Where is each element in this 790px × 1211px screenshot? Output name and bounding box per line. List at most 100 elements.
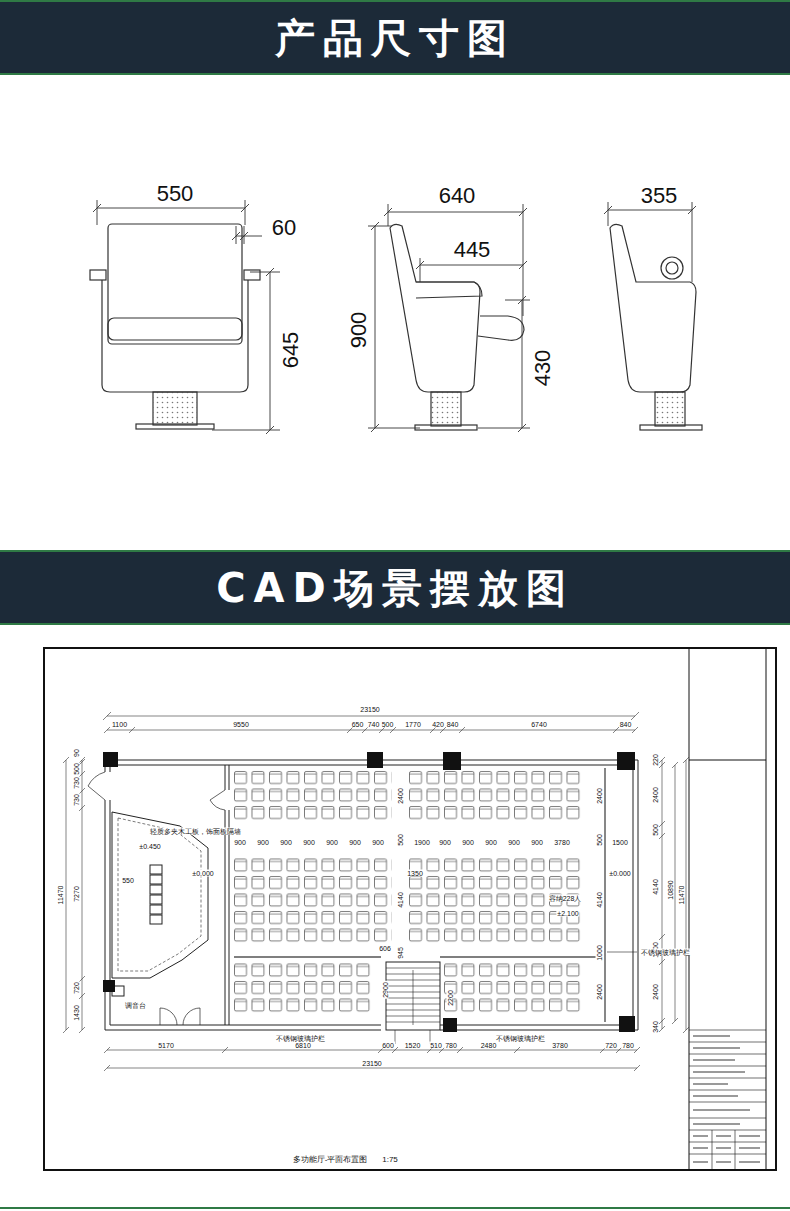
floor-plan xyxy=(150,875,162,884)
dimension-line xyxy=(93,200,696,434)
plan-dimension: 5170 xyxy=(157,1042,175,1049)
plan-dimension: 650 xyxy=(351,721,365,728)
dimension-line xyxy=(416,258,527,282)
plan-dimension: 10890 xyxy=(667,879,674,900)
plan-dimension: 3780 xyxy=(551,1042,569,1049)
chair-side-view xyxy=(416,282,482,298)
plan-dimension-line xyxy=(103,712,639,720)
drawing-title: 多功能厅-平面布置图 xyxy=(293,1156,368,1164)
chair-folded-view xyxy=(661,257,683,279)
plan-dimension: 900 xyxy=(484,839,498,846)
plan-dimension: 900 xyxy=(461,839,475,846)
chair-front-view xyxy=(102,280,248,392)
dimension-line xyxy=(384,204,527,316)
plan-dimension: 90 xyxy=(73,748,80,758)
drawing-frame xyxy=(44,648,776,1170)
plan-dimension: 900 xyxy=(325,839,339,846)
plan-dimension: 780 xyxy=(444,1042,458,1049)
floor-plan xyxy=(607,952,637,953)
drawing-frame xyxy=(689,648,766,1170)
structural-column xyxy=(367,752,383,768)
floor-plan xyxy=(88,772,105,800)
plan-dimension: 1350 xyxy=(406,870,424,877)
structural-column xyxy=(103,752,635,1032)
material-note: 不锈钢玻璃护栏 xyxy=(495,1035,546,1042)
chair-side-view xyxy=(478,316,524,340)
plan-dimension: 4140 xyxy=(596,891,603,909)
floor-plan xyxy=(234,963,374,1016)
plan-dimension: 720 xyxy=(73,981,80,995)
chair-front-view xyxy=(90,224,260,429)
floor-plan xyxy=(409,770,584,823)
chair-front-view xyxy=(90,270,106,280)
plan-dimension: 900 xyxy=(371,839,385,846)
structural-column xyxy=(103,752,118,767)
floor-plan xyxy=(110,765,633,1025)
plan-dimension: 3780 xyxy=(553,839,571,846)
floor-plan xyxy=(105,760,638,1030)
plan-dimension: 900 xyxy=(256,839,270,846)
section-band: CAD场景摆放图 xyxy=(0,550,790,625)
plan-dimension: 1520 xyxy=(404,1042,422,1049)
material-note: 不锈钢玻璃护栏 xyxy=(275,1035,326,1042)
plan-dimension: 2400 xyxy=(596,983,603,1001)
plan-dimension: 840 xyxy=(446,721,460,728)
structural-column xyxy=(617,752,635,770)
page-rule xyxy=(0,1207,790,1209)
plan-dimension: 500 xyxy=(381,721,395,728)
dimension-line xyxy=(212,268,280,434)
plan-dimension-line xyxy=(79,757,85,1033)
dimension-value: 60 xyxy=(272,217,296,239)
section-band: 产品尺寸图 xyxy=(0,0,790,75)
chair-folded-view xyxy=(610,224,696,392)
plan-dimension-line xyxy=(104,727,638,733)
plan-dimension: 900 xyxy=(530,839,544,846)
dimension-line xyxy=(478,296,530,432)
dimension-value: 430 xyxy=(532,350,554,387)
floor-plan xyxy=(150,895,162,904)
floor-plan xyxy=(234,858,392,946)
plan-dimension: 2400 xyxy=(397,787,404,805)
plan-dimension: 340 xyxy=(652,1020,659,1034)
chair-side-view xyxy=(390,224,524,430)
elevation-mark: ±2.100 xyxy=(556,910,579,917)
dimension-value: 445 xyxy=(454,239,491,261)
plan-dimension: 2480 xyxy=(480,1042,498,1049)
plan-dimension: 1500 xyxy=(611,839,629,846)
dimension-value: 900 xyxy=(348,312,370,349)
chair-front-view xyxy=(244,270,260,280)
floor-plan xyxy=(160,1008,200,1025)
plan-dimension: 9550 xyxy=(232,721,250,728)
plan-dimension: 900 xyxy=(507,839,521,846)
structural-column xyxy=(443,1018,457,1032)
dimension-line xyxy=(232,226,262,244)
plan-dimension: 900 xyxy=(233,839,247,846)
dimension-value: 355 xyxy=(641,185,678,207)
plan-dimension: 500 xyxy=(397,833,404,847)
drawing-scale: 1:75 xyxy=(382,1156,398,1164)
plan-dimension: 6740 xyxy=(530,721,548,728)
plan-dimension-line xyxy=(63,712,689,1071)
structural-column xyxy=(443,752,461,770)
plan-dimension: 420 xyxy=(431,721,445,728)
plan-dimension: 600 xyxy=(381,1042,395,1049)
plan-dimension: 2400 xyxy=(596,787,603,805)
drawing-frame xyxy=(693,1036,760,1162)
plan-dimension: 780 xyxy=(621,1042,635,1049)
floor-plan xyxy=(210,790,225,810)
chair-front-view xyxy=(108,318,242,340)
chair-folded-view xyxy=(666,262,678,274)
plan-dimension: 900 xyxy=(438,839,452,846)
plan-dimension-line xyxy=(659,757,665,1032)
floor-plan xyxy=(150,915,162,924)
plan-dimension: 4140 xyxy=(652,878,659,896)
floor-plan xyxy=(150,865,162,874)
plan-dimension-line xyxy=(63,757,69,1033)
plan-dimension: 23150 xyxy=(361,1060,382,1067)
plan-dimension: 840 xyxy=(619,721,633,728)
floor-plan xyxy=(225,765,229,1025)
plan-dimension: 900 xyxy=(348,839,362,846)
floor-plan xyxy=(234,770,392,823)
drawing-frame xyxy=(689,1030,766,1170)
dimension-line xyxy=(604,202,696,282)
